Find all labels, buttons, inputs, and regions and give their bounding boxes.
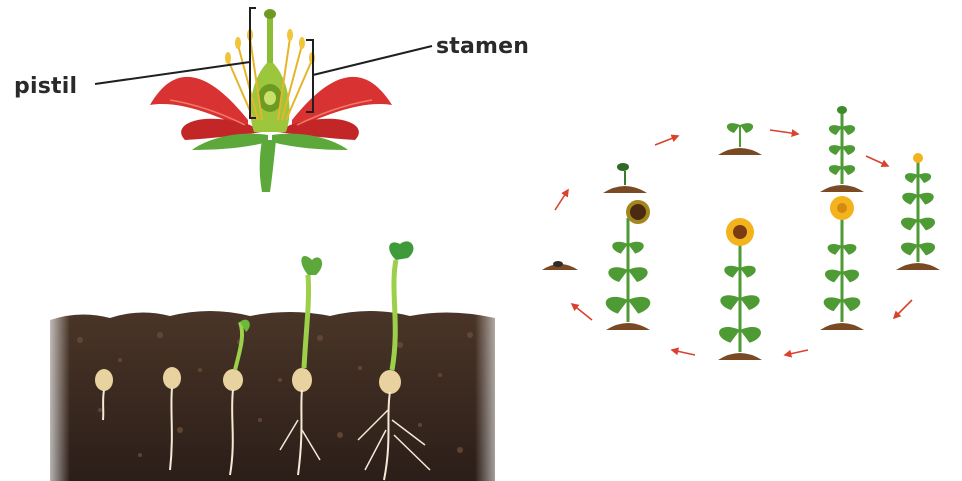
style	[267, 15, 273, 63]
soil	[50, 311, 495, 481]
seed-germination-diagram	[40, 230, 510, 481]
flower-stem	[260, 140, 276, 192]
soil-fade-right	[475, 310, 510, 481]
seed-germination-icon	[40, 230, 510, 481]
stamen-label: stamen	[436, 34, 529, 59]
stamen-leader-line	[313, 46, 432, 75]
sunflower-lifecycle-diagram	[530, 80, 962, 380]
soil-fade-left	[40, 310, 70, 481]
lifecycle-seed	[542, 261, 578, 270]
stigma	[264, 9, 276, 19]
lifecycle-full-sunflower	[718, 218, 762, 360]
ovule	[264, 91, 276, 105]
pistil-label: pistil	[14, 74, 77, 99]
lifecycle-bloom-young	[820, 196, 864, 330]
flower-cross-section-icon	[0, 0, 560, 210]
flower-diagram: pistil stamen	[0, 0, 560, 210]
lifecycle-budding-plant	[896, 153, 940, 270]
lifecycle-mature-seedhead	[606, 200, 651, 330]
lifecycle-sprout	[603, 163, 647, 193]
lifecycle-seedling	[718, 123, 762, 155]
sunflower-lifecycle-icon	[530, 80, 962, 380]
lifecycle-young-plant	[820, 106, 864, 192]
